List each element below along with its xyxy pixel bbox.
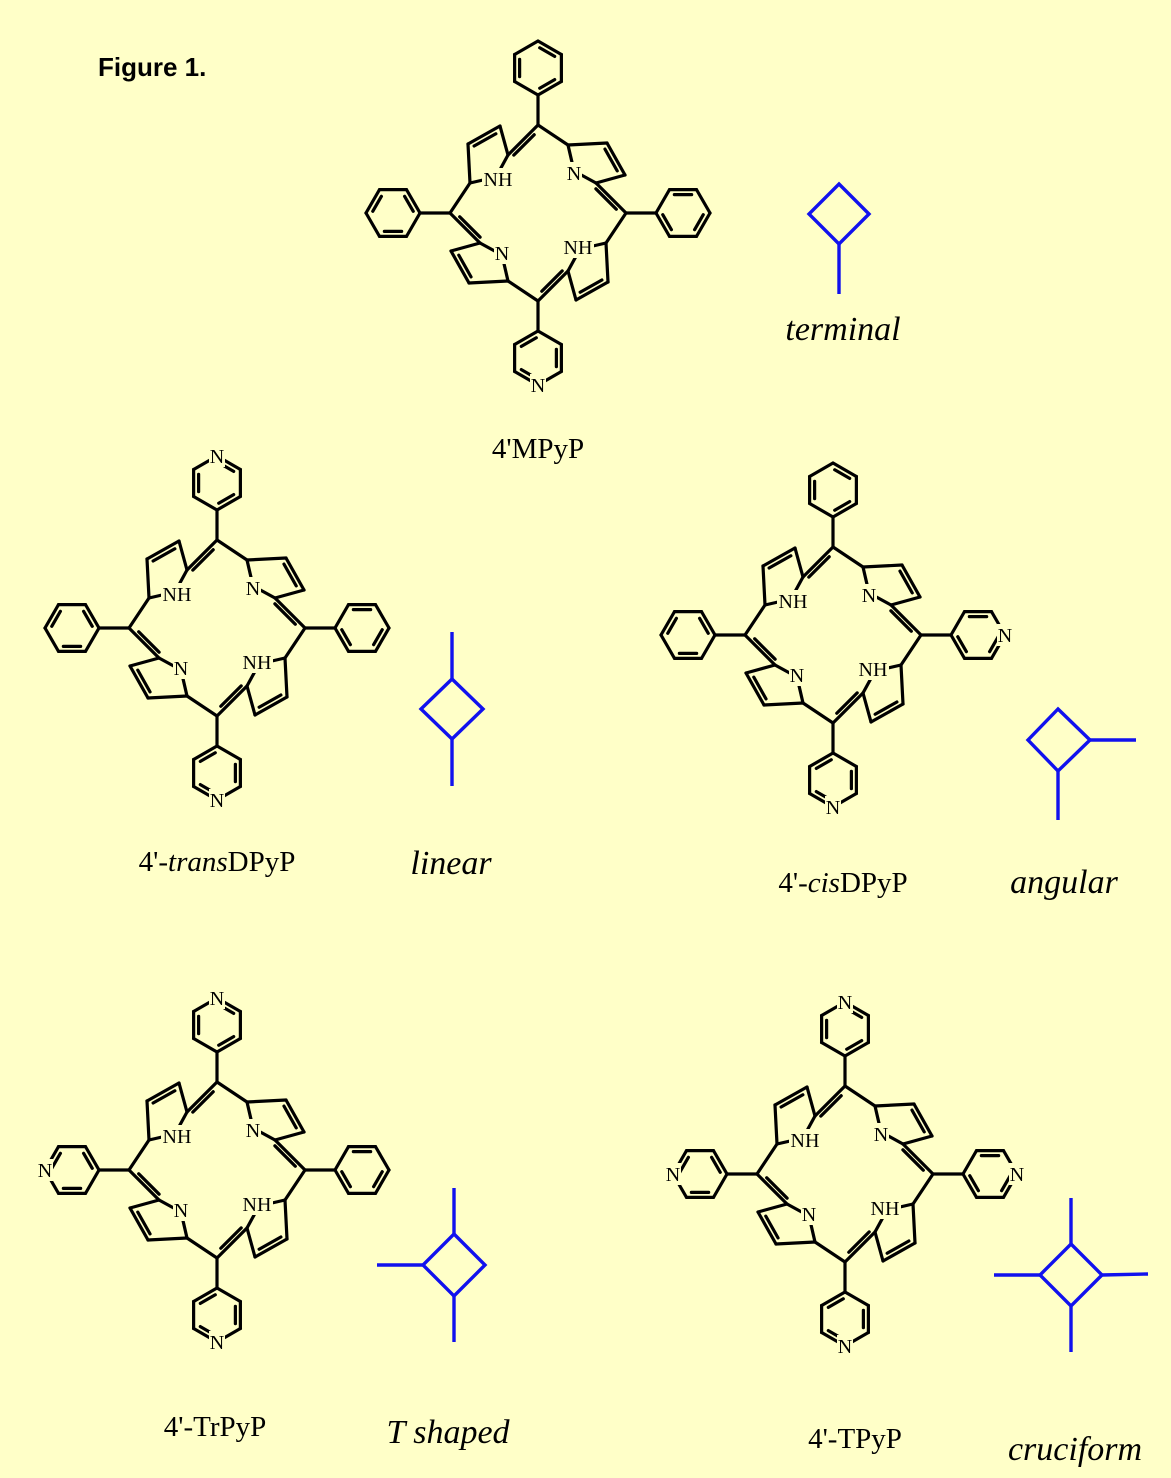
porphyrin-structure-4: NH N NH N N N N N <box>665 991 1025 1358</box>
substituent-left-pyridyl: N <box>665 1149 759 1199</box>
substituent-top-phenyl <box>808 461 858 549</box>
porphyrin-structure-0: NH N NH N N <box>364 39 712 397</box>
substituent-bottom-pyridyl: N <box>808 721 858 819</box>
n-label: N <box>862 585 876 607</box>
substituent-top-phenyl <box>513 39 563 127</box>
compound-label-trpyp: 4'-TrPyP <box>164 1411 267 1443</box>
compound-label-trans-dpyp: 4'-transDPyP <box>139 846 296 878</box>
nh-label: NH <box>779 591 808 613</box>
n-label: N <box>495 243 509 265</box>
pyridine-n-label: N <box>826 797 840 819</box>
substituent-left-pyridyl: N <box>37 1145 131 1195</box>
pyridine-n-label: N <box>531 375 545 397</box>
porphyrin-structure-1: NH N NH N N N <box>43 445 391 812</box>
substituent-top-pyridyl: N <box>192 445 242 542</box>
n-label: N <box>874 1124 888 1146</box>
substituent-bottom-pyridyl: N <box>192 714 242 812</box>
n-label: N <box>802 1204 816 1226</box>
n-label: N <box>174 1200 188 1222</box>
substituent-bottom-pyridyl: N <box>820 1260 870 1358</box>
schematics-layer <box>377 181 1149 1352</box>
compound-label-4mpyp: 4'MPyP <box>492 433 584 465</box>
n-label: N <box>246 1120 260 1142</box>
substituent-left-phenyl <box>364 188 452 238</box>
pyridine-n-label: N <box>998 625 1012 647</box>
shape-label-linear: linear <box>410 845 492 882</box>
porphyrin-structure-3: NH N NH N N N N <box>37 987 391 1354</box>
substituent-left-phenyl <box>43 603 131 653</box>
pyridine-n-label: N <box>666 1164 680 1186</box>
nh-label: NH <box>859 659 888 681</box>
nh-label: NH <box>564 237 593 259</box>
schematic-linear <box>418 632 486 786</box>
substituent-bottom-pyridyl: N <box>192 1256 242 1354</box>
substituent-top-pyridyl: N <box>192 987 242 1084</box>
n-label: N <box>567 163 581 185</box>
substituent-right-phenyl <box>303 1145 391 1195</box>
pyridine-n-label: N <box>838 1336 852 1358</box>
nh-label: NH <box>484 169 513 191</box>
pyridine-n-label: N <box>210 1332 224 1354</box>
n-label: N <box>790 665 804 687</box>
figure-title: Figure 1. <box>98 52 207 82</box>
n-label: N <box>246 578 260 600</box>
pyridine-n-label: N <box>210 988 224 1010</box>
nh-label: NH <box>163 1126 192 1148</box>
nh-label: NH <box>163 584 192 606</box>
compound-label-cis-dpyp: 4'-cisDPyP <box>778 867 907 899</box>
substituent-left-phenyl <box>659 610 747 660</box>
substituent-right-phenyl <box>303 603 391 653</box>
shape-label-angular: angular <box>1010 864 1118 901</box>
pyridine-n-label: N <box>38 1160 52 1182</box>
substituent-right-phenyl <box>624 188 712 238</box>
pyridine-n-label: N <box>210 446 224 468</box>
pyridine-n-label: N <box>210 790 224 812</box>
substituent-right-pyridyl: N <box>931 1149 1025 1199</box>
substituent-bottom-pyridyl: N <box>513 299 563 397</box>
substituent-right-pyridyl: N <box>919 610 1013 660</box>
shape-label-terminal: terminal <box>785 311 900 348</box>
shape-label-cruciform: cruciform <box>1008 1431 1142 1468</box>
porphyrin-structure-2: NH N NH N N N <box>659 461 1013 819</box>
schematic-angular <box>1025 706 1136 820</box>
pyridine-n-label: N <box>838 992 852 1014</box>
nh-label: NH <box>871 1198 900 1220</box>
nh-label: NH <box>243 1194 272 1216</box>
compound-label-tpyp: 4'-TPyP <box>808 1423 902 1455</box>
schematic-t-shaped <box>377 1188 488 1342</box>
schematic-cruciform <box>994 1198 1149 1352</box>
n-label: N <box>174 658 188 680</box>
pyridine-n-label: N <box>1010 1164 1024 1186</box>
nh-label: NH <box>243 652 272 674</box>
shape-label-t-shaped: T shaped <box>386 1414 510 1451</box>
nh-label: NH <box>791 1130 820 1152</box>
schematic-terminal <box>806 181 872 294</box>
substituent-top-pyridyl: N <box>820 991 870 1088</box>
